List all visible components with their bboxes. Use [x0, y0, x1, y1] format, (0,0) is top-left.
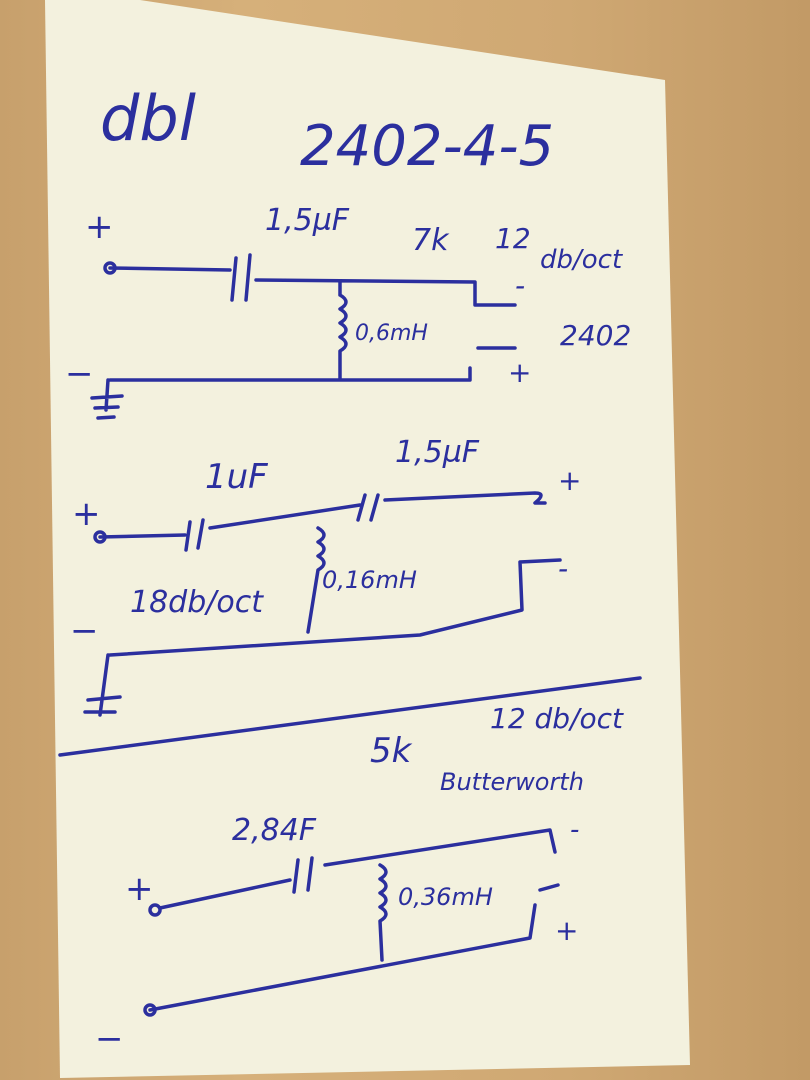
filter-type-label: Butterworth: [440, 768, 584, 796]
input-minus-label: −: [95, 1019, 124, 1059]
output-minus-label: -: [515, 269, 525, 302]
output-minus-label: -: [558, 552, 568, 585]
circuit-2-wires: [83, 491, 562, 717]
model-text: 2402-4-5: [300, 114, 554, 179]
brand-text: dbl: [100, 82, 196, 155]
capacitor-1-label: 1uF: [205, 457, 268, 497]
circuit-1: + 1,5µF 7k 12 db/oct 0,6mH 2402 - + −: [65, 203, 631, 420]
input-minus-label: −: [65, 354, 94, 394]
output-plus-label: +: [555, 914, 578, 947]
capacitor-2-label: 1,5µF: [395, 435, 480, 470]
frequency-label: 7k: [412, 223, 450, 258]
slope-unit-label: db/oct: [540, 245, 623, 275]
divider-line: [58, 676, 642, 757]
output-minus-label: -: [570, 815, 579, 845]
output-plus-label: +: [508, 356, 531, 389]
input-terminal: [93, 530, 107, 544]
inductor-label: 0,36mH: [398, 883, 493, 911]
slope-label: 12 db/oct: [490, 702, 624, 735]
capacitor-label: 2,84F: [232, 813, 317, 848]
capacitor-label: 1,5µF: [265, 203, 350, 238]
inductor-label: 0,6mH: [355, 321, 428, 346]
circuit-1-wires: [90, 253, 517, 420]
slope-label: 18db/oct: [130, 585, 264, 620]
input-plus-label: +: [85, 207, 114, 247]
ground-terminal: [143, 1003, 157, 1017]
output-plus-label: +: [558, 464, 581, 497]
inductor-label: 0,16mH: [322, 566, 417, 594]
note-header: dbl 2402-4-5: [100, 82, 554, 179]
driver-label: 2402: [560, 319, 631, 352]
circuit-3: 5k 12 db/oct Butterworth 2,84F 0,36mH - …: [95, 702, 624, 1059]
circuit-2: 1uF 1,5µF + + - 18db/oct 0,16mH −: [70, 435, 581, 717]
input-terminal: [148, 903, 162, 917]
input-terminal: [103, 261, 117, 275]
input-plus-label: +: [72, 494, 101, 534]
slope-label: 12: [495, 222, 531, 255]
circuit-3-wires: [148, 828, 560, 1012]
input-minus-label: −: [70, 611, 99, 651]
input-plus-label: +: [125, 869, 154, 909]
frequency-label: 5k: [370, 731, 413, 771]
